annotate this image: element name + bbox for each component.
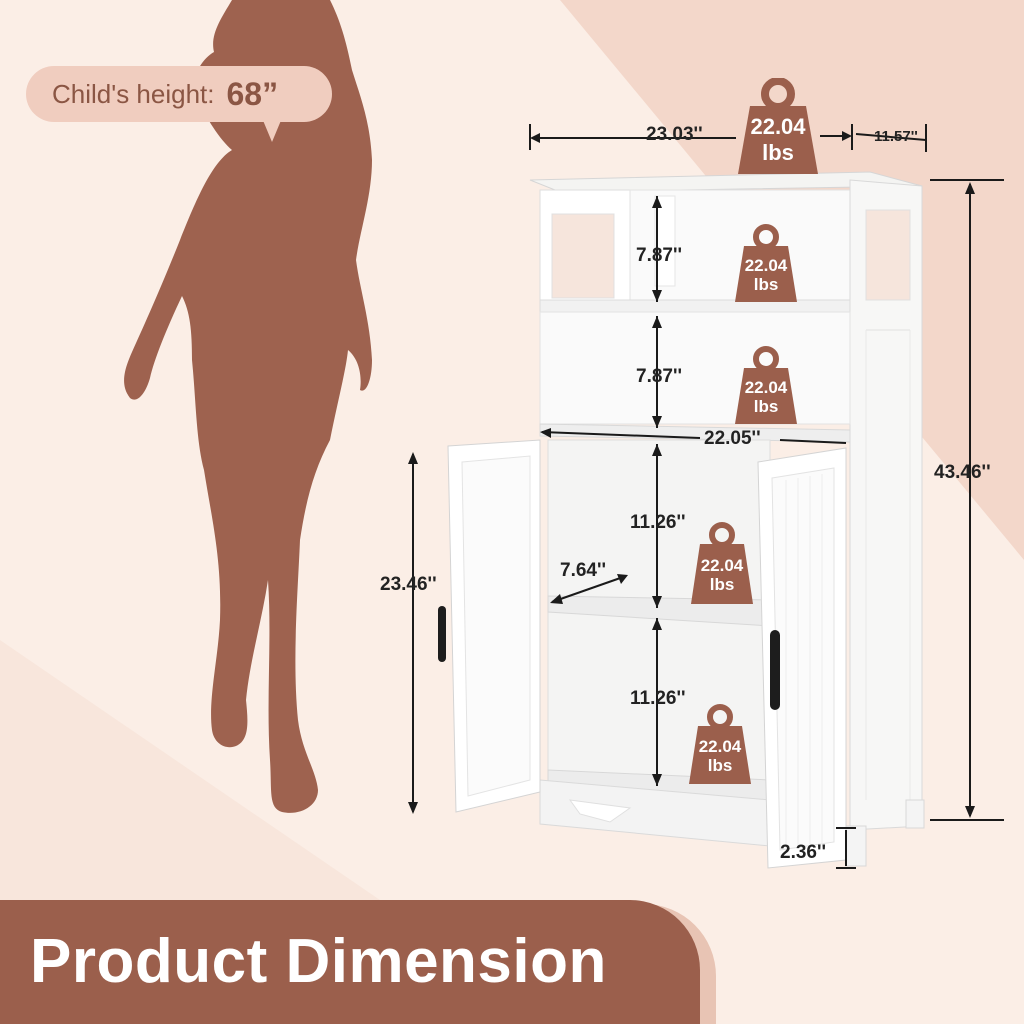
cabinet [438,171,925,869]
dim-open-shelf-upper: 7.87'' [636,245,683,266]
weight-badge-shelf2: 22.04 lbs [734,346,798,424]
weight-badge-shelf4: 22.04 lbs [688,704,752,784]
title-banner: Product Dimension [0,900,700,1024]
banner-title: Product Dimension [30,927,607,996]
dimension-lines [408,124,1004,869]
child-height-callout: Child's height: 68” [26,66,332,122]
dim-top-depth: 11.57'' [874,128,918,145]
dim-cabinet-upper: 11.26'' [630,512,686,533]
weight-top-unit: lbs [762,140,794,165]
weight-shelf3-value: 22.04 [700,556,744,575]
dim-open-shelf-lower: 7.87'' [636,366,683,387]
weight-badge-shelf3: 22.04 lbs [690,522,754,604]
weight-icon [691,522,753,604]
dim-cabinet-height: 23.46'' [380,574,437,595]
weight-icon [738,77,818,174]
weight-shelf1-unit: lbs [753,275,779,294]
dim-leg-height: 2.36'' [780,842,827,863]
dim-inner-width: 22.05'' [704,428,761,449]
weight-shelf4-value: 22.04 [698,737,742,756]
weight-icon [689,704,751,784]
dim-shelf-depth: 7.64'' [560,560,607,581]
dim-total-height: 43.46'' [934,462,991,483]
weight-icon [735,224,797,302]
child-height-value: 68” [226,75,279,112]
weight-shelf2-value: 22.04 [744,378,788,397]
child-height-label: Child's height: [52,78,215,109]
weight-top-value: 22.04 [750,114,806,139]
dim-top-width: 23.03'' [646,124,703,145]
weight-shelf4-unit: lbs [707,756,733,775]
weight-shelf3-unit: lbs [709,575,735,594]
woman-silhouette [124,0,372,813]
weight-icon [735,346,797,424]
weight-badge-shelf1: 22.04 lbs [734,224,798,302]
callout-tail [262,118,282,142]
weight-shelf1-value: 22.04 [744,256,788,275]
weight-badge-top: 22.04 lbs [736,77,820,174]
weight-shelf2-unit: lbs [753,397,779,416]
dim-cabinet-lower: 11.26'' [630,688,686,709]
